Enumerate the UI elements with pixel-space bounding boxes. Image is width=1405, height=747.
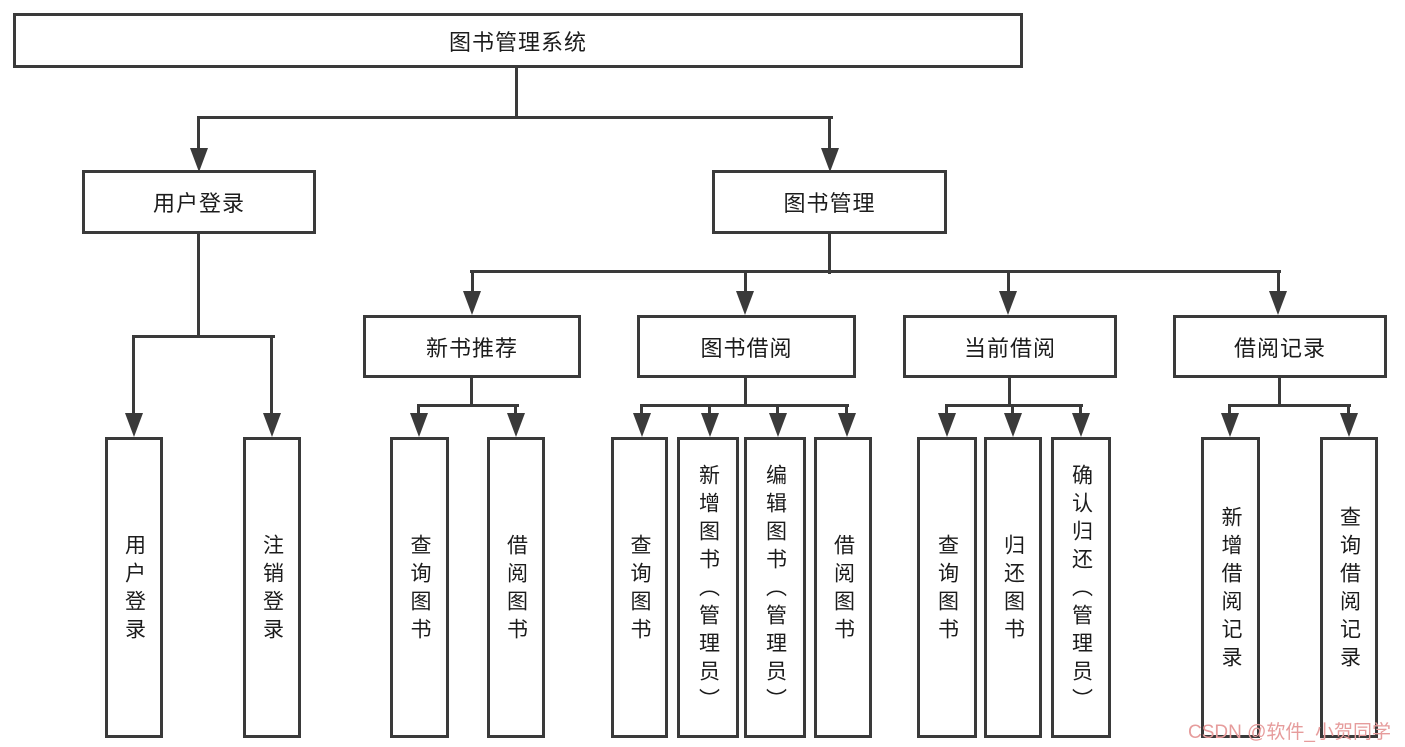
node-current-borrowing: 当前借阅	[903, 315, 1117, 378]
arrowhead-down-icon	[736, 291, 754, 315]
leaf-query-books-borrowing: 查询图书	[611, 437, 668, 738]
arrowhead-down-icon	[1221, 413, 1239, 437]
connector-line	[197, 116, 200, 150]
connector-line	[640, 404, 643, 415]
connector-line	[1278, 378, 1281, 407]
connector-line	[744, 378, 747, 407]
connector-line	[945, 404, 1083, 407]
connector-line	[197, 116, 833, 119]
connector-line	[1228, 404, 1351, 407]
node-book-management: 图书管理	[712, 170, 947, 234]
leaf-add-borrow-record: 新增借阅记录	[1201, 437, 1260, 738]
connector-line	[132, 335, 135, 415]
arrowhead-down-icon	[701, 413, 719, 437]
leaf-borrow-books-recommend: 借阅图书	[487, 437, 545, 738]
connector-line	[470, 378, 473, 407]
connector-line	[132, 335, 275, 338]
arrowhead-down-icon	[633, 413, 651, 437]
arrowhead-down-icon	[463, 291, 481, 315]
connector-line	[470, 270, 1281, 273]
arrowhead-down-icon	[999, 291, 1017, 315]
connector-line	[1228, 404, 1231, 415]
leaf-borrow-books-borrowing: 借阅图书	[814, 437, 872, 738]
connector-line	[417, 404, 420, 415]
leaf-edit-books-admin: 编辑图书（管理员）	[744, 437, 806, 738]
connector-line	[744, 270, 747, 293]
arrowhead-down-icon	[1340, 413, 1358, 437]
connector-line	[197, 234, 200, 338]
node-borrowing-records: 借阅记录	[1173, 315, 1387, 378]
arrowhead-down-icon	[507, 413, 525, 437]
arrowhead-down-icon	[410, 413, 428, 437]
arrowhead-down-icon	[838, 413, 856, 437]
arrowhead-down-icon	[1072, 413, 1090, 437]
leaf-user-login: 用户登录	[105, 437, 163, 738]
connector-line	[640, 404, 849, 407]
leaf-return-books: 归还图书	[984, 437, 1042, 738]
csdn-watermark: CSDN @软件_小贺同学	[1188, 722, 1391, 743]
leaf-logout: 注销登录	[243, 437, 301, 738]
connector-line	[1007, 270, 1010, 293]
leaf-query-borrow-record: 查询借阅记录	[1320, 437, 1378, 738]
node-new-book-recommend: 新书推荐	[363, 315, 581, 378]
connector-line	[515, 66, 518, 119]
connector-line	[1347, 404, 1350, 415]
arrowhead-down-icon	[125, 413, 143, 437]
connector-line	[1277, 270, 1280, 293]
connector-line	[828, 116, 831, 150]
leaf-query-books-current: 查询图书	[917, 437, 977, 738]
connector-line	[471, 270, 474, 293]
arrowhead-down-icon	[263, 413, 281, 437]
node-user-login: 用户登录	[82, 170, 316, 234]
node-library-system: 图书管理系统	[13, 13, 1023, 68]
leaf-query-books-recommend: 查询图书	[390, 437, 449, 738]
connector-line	[1008, 378, 1011, 407]
leaf-confirm-return-admin: 确认归还（管理员）	[1051, 437, 1111, 738]
connector-line	[514, 404, 517, 415]
connector-line	[270, 335, 273, 415]
arrowhead-down-icon	[190, 148, 208, 172]
connector-line	[828, 234, 831, 274]
leaf-add-books-admin: 新增图书（管理员）	[677, 437, 739, 738]
connector-line	[708, 404, 711, 415]
arrowhead-down-icon	[821, 148, 839, 172]
connector-line	[1079, 404, 1082, 415]
connector-line	[945, 404, 948, 415]
arrowhead-down-icon	[938, 413, 956, 437]
arrowhead-down-icon	[769, 413, 787, 437]
connector-line	[776, 404, 779, 415]
node-book-borrowing: 图书借阅	[637, 315, 856, 378]
connector-line	[1011, 404, 1014, 415]
arrowhead-down-icon	[1269, 291, 1287, 315]
connector-line	[845, 404, 848, 415]
connector-line	[417, 404, 519, 407]
arrowhead-down-icon	[1004, 413, 1022, 437]
